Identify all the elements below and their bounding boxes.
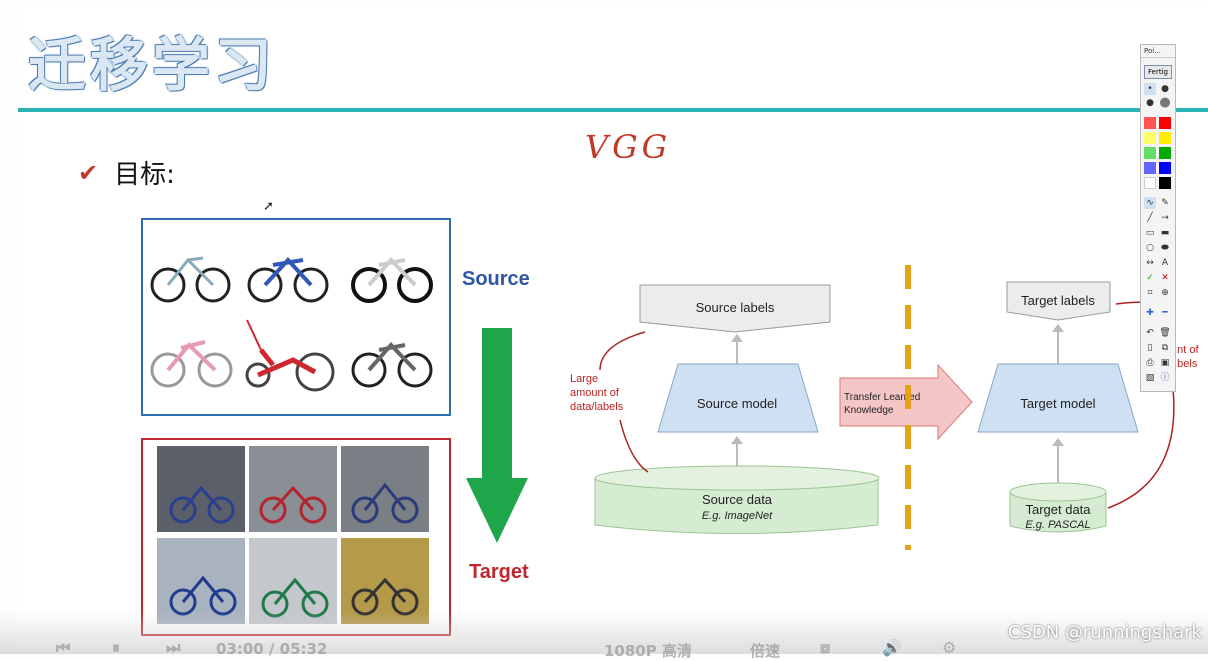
checkmark-icon: ✔ <box>78 158 99 187</box>
minus-icon[interactable]: ━ <box>1162 308 1168 318</box>
goal-bullet: ✔ 目标: <box>78 154 175 191</box>
color-swatch[interactable] <box>1144 162 1156 174</box>
source-data-text: Source data <box>702 492 773 507</box>
target-images-box <box>141 438 451 636</box>
new-page-icon[interactable]: ▯ <box>1147 343 1153 353</box>
target-model-shape <box>977 363 1139 433</box>
medium-dot-icon[interactable]: ● <box>1161 84 1169 94</box>
svg-text:Knowledge: Knowledge <box>844 405 894 416</box>
goal-label: 目标: <box>114 160 175 190</box>
target-labels-shape <box>1006 281 1111 321</box>
mouse-cursor-icon: ➚ <box>263 199 274 214</box>
transfer-text: Transfer Learned <box>844 392 920 403</box>
color-swatch[interactable] <box>1144 177 1156 189</box>
title-underline <box>18 108 1208 112</box>
handwritten-annotation: VGG <box>585 128 672 166</box>
screenshot-icon[interactable]: ▧ <box>1145 373 1155 383</box>
palette-done-button[interactable]: Fertig <box>1144 65 1172 79</box>
palette-title: Poi... <box>1141 45 1175 58</box>
plus-icon[interactable]: ✚ <box>1146 308 1154 318</box>
slide-title: 迁移学习 <box>28 31 277 99</box>
rectangle-icon[interactable]: ▭ <box>1145 228 1155 238</box>
volume-icon[interactable]: 🔊 <box>882 638 902 657</box>
target-model-text: Target model <box>1020 396 1095 411</box>
crop-icon[interactable]: ⌗ <box>1147 288 1153 298</box>
target-data-text: Target data <box>1025 502 1091 517</box>
bike-image <box>351 342 433 388</box>
source-model-text: Source model <box>697 396 777 411</box>
color-swatch[interactable] <box>1159 147 1171 159</box>
large-dot-icon[interactable]: ● <box>1146 98 1154 108</box>
transfer-learning-diagram: Source labels Source model Source data E… <box>570 265 1200 550</box>
trash-icon[interactable]: 🗑 <box>1159 328 1171 338</box>
print-icon[interactable]: ⎙ <box>1146 358 1154 368</box>
cross-tool-icon[interactable]: ✕ <box>1161 273 1169 283</box>
small-dot-icon[interactable]: • <box>1144 83 1156 95</box>
watermark: CSDN @runningshark <box>1007 622 1202 643</box>
bike-image <box>351 257 433 303</box>
undo-icon[interactable]: ↶ <box>1146 328 1154 338</box>
bike-image <box>150 340 233 388</box>
source-data-shape <box>594 465 880 491</box>
previous-icon[interactable]: ⏮ <box>56 638 71 657</box>
bike-image <box>247 257 329 303</box>
filled-rectangle-icon[interactable]: ▬ <box>1160 228 1170 238</box>
color-swatch[interactable] <box>1159 162 1171 174</box>
color-swatch[interactable] <box>1159 117 1171 129</box>
pause-icon[interactable]: ⏸ <box>112 638 121 657</box>
info-icon[interactable]: ⓘ <box>1160 373 1170 383</box>
ellipse-icon[interactable]: ○ <box>1146 243 1154 253</box>
target-data-shape <box>1009 482 1107 502</box>
large-amount-text: Large <box>570 373 598 385</box>
filled-ellipse-icon[interactable]: ⬬ <box>1161 243 1169 253</box>
bike-image <box>150 256 231 303</box>
checkmark-tool-icon[interactable]: ✓ <box>1146 273 1154 283</box>
quality-button[interactable]: 1080P 高清 <box>604 642 692 660</box>
drawing-palette: Poi... Fertig • ● ● ● ∿ ✎ ╱ → ▭ ▬ ○ ⬬ ↔ … <box>1140 44 1176 392</box>
next-icon[interactable]: ⏭ <box>166 638 181 657</box>
text-icon[interactable]: A <box>1161 258 1169 268</box>
arrow-icon[interactable]: → <box>1161 213 1169 223</box>
freehand-icon[interactable]: ∿ <box>1144 197 1156 209</box>
color-swatch[interactable] <box>1159 177 1171 189</box>
settings-icon[interactable]: ⚙ <box>942 638 957 657</box>
down-arrow-icon <box>466 328 528 543</box>
target-labels-text: Target labels <box>1021 293 1095 308</box>
copy-icon[interactable]: ⧉ <box>1161 343 1169 353</box>
bike-image <box>245 319 335 392</box>
target-label: Target <box>469 561 529 583</box>
svg-text:amount of: amount of <box>570 387 620 399</box>
source-images-box <box>141 218 451 416</box>
color-swatch[interactable] <box>1144 117 1156 129</box>
source-labels-shape <box>639 284 831 333</box>
pen-icon[interactable]: ✎ <box>1161 198 1169 208</box>
double-arrow-icon[interactable]: ↔ <box>1146 258 1154 268</box>
source-label: Source <box>462 268 530 290</box>
line-icon[interactable]: ╱ <box>1147 213 1153 223</box>
color-swatch[interactable] <box>1144 147 1156 159</box>
zoom-icon[interactable]: ⊕ <box>1161 288 1169 298</box>
source-bikes-grid <box>150 256 433 392</box>
save-icon[interactable]: ▣ <box>1160 358 1170 368</box>
xlarge-dot-icon[interactable]: ● <box>1159 95 1171 110</box>
source-model-shape <box>657 363 819 433</box>
source-labels-text: Source labels <box>696 300 775 315</box>
color-swatch[interactable] <box>1159 132 1171 144</box>
speed-button[interactable]: 倍速 <box>750 642 781 660</box>
source-data-example: E.g. ImageNet <box>702 510 773 522</box>
playback-time: 03:00 / 05:32 <box>216 640 328 658</box>
target-bikes-overlay <box>169 482 419 618</box>
subtitle-icon[interactable]: ⧈ <box>820 638 831 657</box>
color-swatch[interactable] <box>1144 132 1156 144</box>
target-data-example: E.g. PASCAL <box>1025 519 1090 531</box>
svg-text:data/labels: data/labels <box>570 401 624 413</box>
